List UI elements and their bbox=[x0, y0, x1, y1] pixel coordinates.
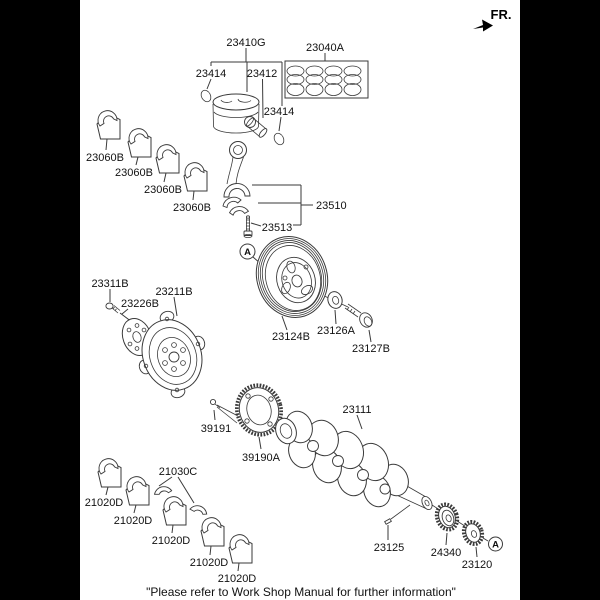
snap-ring-left-illustration bbox=[200, 89, 212, 103]
flywheel-bolt-illustration bbox=[105, 302, 121, 314]
flywheel-group: 23311B 23226B 23211B bbox=[91, 278, 206, 399]
thrust-washer-icon bbox=[154, 484, 173, 499]
key-sprocket-gear-group: 23125 24340 23120 A bbox=[374, 502, 503, 571]
conrod-bolt-illustration bbox=[243, 215, 253, 238]
part-label-main-bearing-2: 21020D bbox=[114, 515, 153, 527]
woodruff-key-illustration bbox=[384, 518, 392, 525]
marker-a-gear: A bbox=[482, 536, 503, 552]
part-label-main-bearing-3: 21020D bbox=[152, 535, 191, 547]
part-label-main-bearing-4: 21020D bbox=[190, 557, 229, 569]
part-label-ring-gear-screw: 39191 bbox=[201, 423, 232, 435]
bearing-icon bbox=[155, 144, 180, 174]
timing-gear-illustration bbox=[461, 519, 485, 547]
drive-plate-illustration bbox=[138, 310, 206, 399]
part-label-conrod-bearing-2: 23060B bbox=[115, 167, 153, 179]
parts-diagram: FR. 23410G 23414 23412 23414 23040A bbox=[85, 7, 512, 599]
crankshaft-illustration bbox=[275, 410, 433, 511]
snap-ring-right-illustration bbox=[273, 132, 285, 146]
part-label-key: 23125 bbox=[374, 542, 405, 554]
part-label-piston-pin: 23412 bbox=[247, 68, 278, 80]
part-label-main-bearing-5: 21020D bbox=[218, 573, 257, 585]
piston-ring-set: 23040A bbox=[284, 42, 369, 99]
bearing-icon bbox=[228, 534, 253, 564]
fr-label: FR. bbox=[491, 7, 512, 22]
part-label-pulley-washer: 23126A bbox=[317, 325, 356, 337]
footer-note: "Please refer to Work Shop Manual for fu… bbox=[146, 585, 456, 599]
thrust-washer-icon bbox=[189, 501, 209, 520]
sprocket-illustration bbox=[434, 502, 460, 532]
piston-rings-illustration bbox=[286, 65, 362, 96]
part-label-piston-kit: 23410G bbox=[226, 37, 265, 49]
ring-gear-screw-illustration bbox=[209, 398, 221, 409]
pulley-bolt-illustration bbox=[344, 303, 373, 328]
connecting-rod-illustration bbox=[222, 141, 251, 216]
thrust-washer-group: 21030C bbox=[154, 466, 209, 520]
bearing-icon bbox=[162, 496, 187, 526]
part-label-ring-set: 23040A bbox=[306, 42, 345, 54]
part-label-conrod-bearing-3: 23060B bbox=[144, 184, 182, 196]
part-label-conrod-bearing-4: 23060B bbox=[173, 202, 211, 214]
part-label-crankshaft: 23111 bbox=[343, 404, 372, 416]
marker-a-label: A bbox=[492, 540, 499, 551]
part-label-conrod-bolt: 23513 bbox=[262, 222, 293, 234]
bearing-icon bbox=[96, 110, 121, 140]
conrod-bearings: 23060B 23060B 23060B 23060B bbox=[86, 110, 211, 214]
part-label-conrod-bearing-1: 23060B bbox=[86, 152, 124, 164]
part-label-sprocket: 24340 bbox=[431, 547, 462, 559]
marker-a-label: A bbox=[244, 247, 251, 258]
part-label-snap-ring-right: 23414 bbox=[264, 106, 295, 118]
piston-pin-illustration bbox=[246, 117, 268, 138]
part-label-thrust-washer: 21030C bbox=[159, 466, 198, 478]
bearing-icon bbox=[200, 517, 225, 547]
ring-gear-group: 39191 39190A bbox=[201, 383, 284, 464]
part-label-main-bearing-1: 21020D bbox=[85, 497, 124, 509]
bearing-icon bbox=[127, 128, 152, 158]
part-label-ring-gear: 39190A bbox=[242, 452, 281, 464]
fr-direction-indicator: FR. bbox=[473, 7, 511, 32]
part-label-timing-gear: 23120 bbox=[462, 559, 493, 571]
pulley-washer-illustration bbox=[327, 291, 343, 309]
damper-pulley-illustration bbox=[255, 236, 329, 318]
part-label-flywheel-bolt: 23311B bbox=[91, 278, 128, 290]
fr-arrow-icon bbox=[473, 19, 493, 32]
main-bearings: 21020D 21020D 21020D 21020D 21020D bbox=[85, 458, 257, 585]
part-label-snap-ring-left: 23414 bbox=[196, 68, 227, 80]
piston-kit-callout: 23410G 23414 23412 23414 bbox=[196, 37, 295, 132]
crankshaft-callout: 23111 bbox=[343, 404, 372, 430]
part-label-damper-pulley: 23124B bbox=[272, 331, 310, 343]
piston-illustration bbox=[212, 93, 260, 134]
part-label-drive-plate: 23211B bbox=[155, 286, 192, 298]
damper-pulley-group: 23124B 23126A 23127B bbox=[255, 236, 390, 355]
part-label-connecting-rod: 23510 bbox=[316, 200, 347, 212]
ring-gear-illustration bbox=[234, 383, 284, 437]
conrod-callout: 23510 23513 bbox=[243, 184, 347, 238]
catalog-page: FR. 23410G 23414 23412 23414 23040A bbox=[80, 0, 520, 600]
part-label-adapter-plate: 23226B bbox=[121, 298, 159, 310]
bearing-icon bbox=[125, 476, 150, 506]
bearing-icon bbox=[183, 162, 208, 192]
part-label-pulley-bolt: 23127B bbox=[352, 343, 390, 355]
bearing-icon bbox=[97, 458, 122, 488]
